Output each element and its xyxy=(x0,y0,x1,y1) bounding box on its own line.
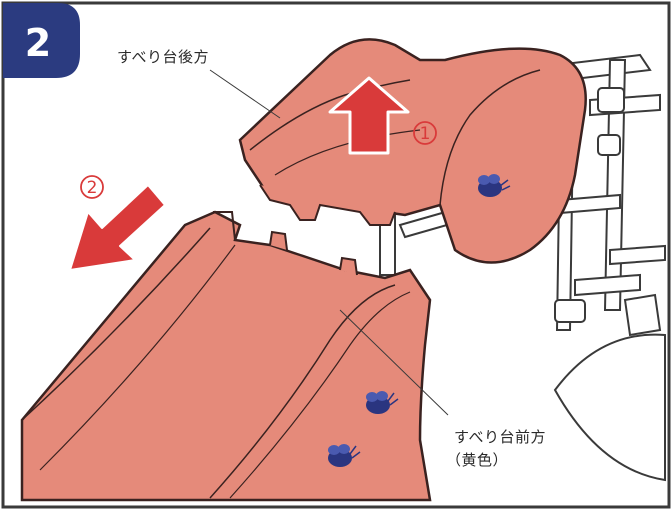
step-2-marker: 2 xyxy=(80,175,104,199)
svg-text:1: 1 xyxy=(420,124,431,144)
step-number: 2 xyxy=(25,21,51,65)
bee-icon xyxy=(328,444,361,467)
leader-line-front xyxy=(339,309,449,416)
step-badge: 2 xyxy=(3,3,80,78)
slide-front xyxy=(20,210,432,502)
down-left-arrow xyxy=(69,184,166,271)
leader-line-rear xyxy=(209,69,281,119)
slide-front-color-note: （黄色） xyxy=(446,451,509,469)
slide-rear xyxy=(238,38,587,264)
step-1-marker: 1 xyxy=(413,121,437,145)
up-arrow xyxy=(328,76,410,155)
svg-text:2: 2 xyxy=(87,178,98,198)
slide-rear-label: すべり台後方 xyxy=(117,48,209,66)
slide-front-label: すべり台前方 xyxy=(454,428,546,446)
bee-icon xyxy=(478,174,511,197)
bee-icon xyxy=(366,391,399,414)
